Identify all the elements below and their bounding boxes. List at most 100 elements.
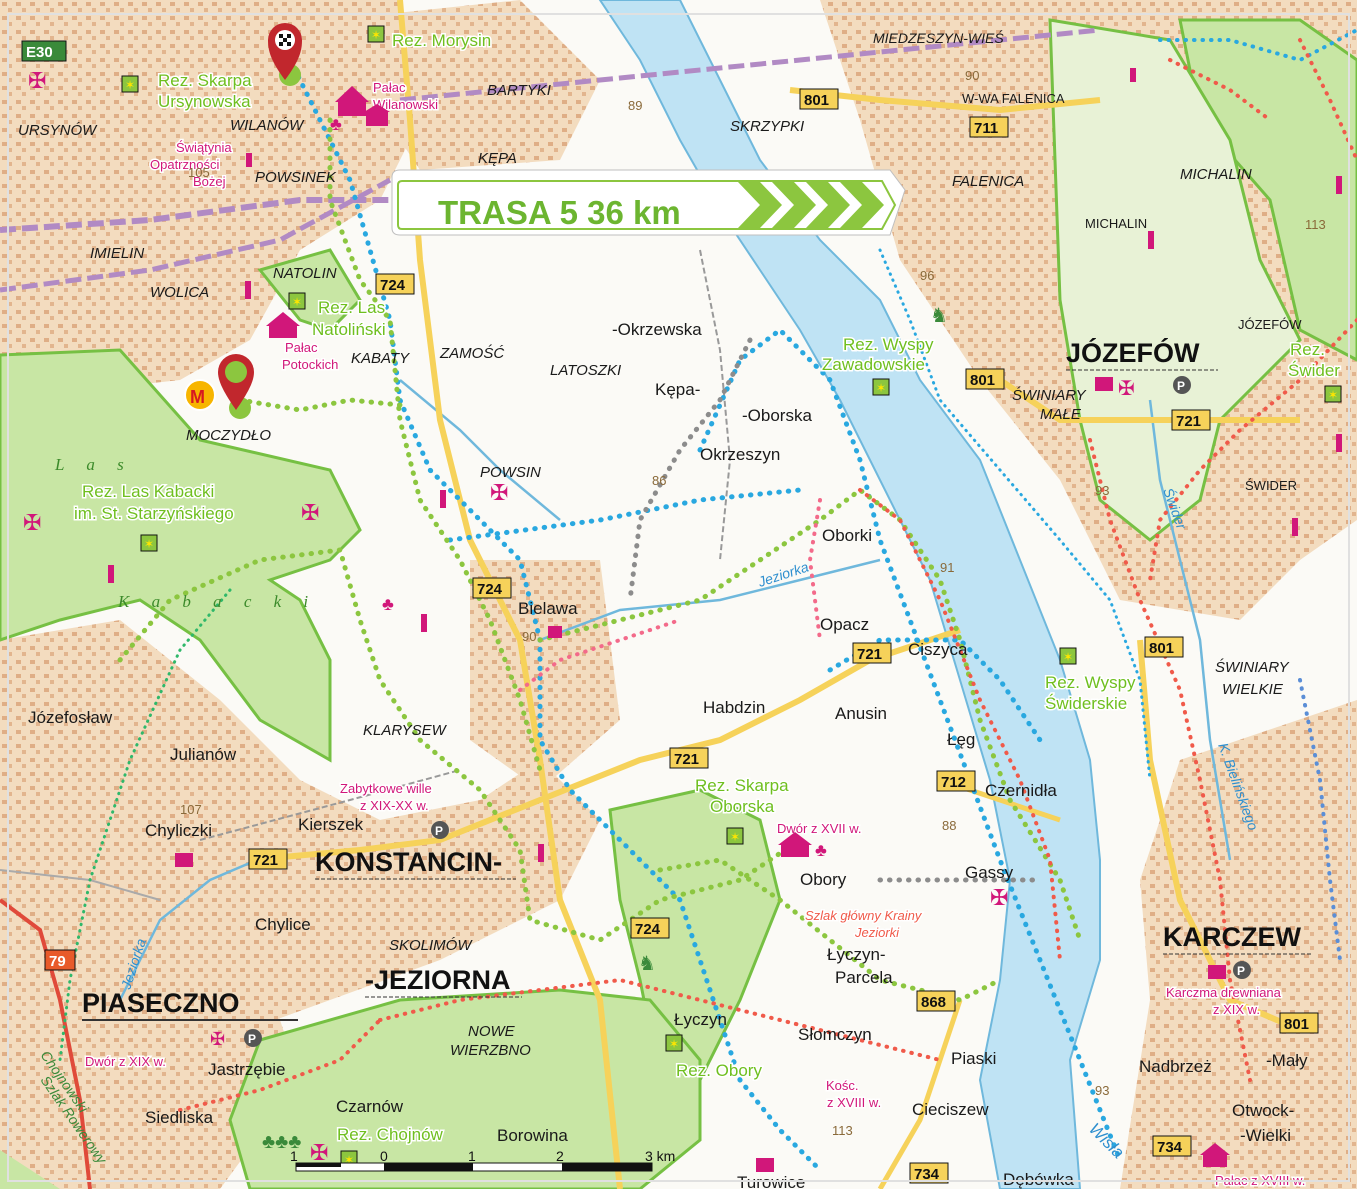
route-banner-text: TRASA 5 36 km (438, 194, 681, 231)
church-icon (1336, 434, 1342, 452)
scale-bar-label: 0 (380, 1148, 388, 1164)
windmill-icon: ✠ (490, 480, 508, 505)
town-label: Łęg (947, 730, 975, 749)
church-icon (1292, 518, 1298, 536)
windmill-icon: ✠ (310, 1140, 328, 1165)
town-label: Ciszyca (908, 640, 968, 659)
poi-label: Wilanowski (373, 97, 438, 112)
reserve-label: Rez. Skarpa (158, 71, 252, 90)
road-number-badge: 868 (916, 990, 956, 1012)
town-label: Kępa- (655, 380, 700, 399)
district-label: POWSINEK (255, 169, 337, 186)
reserve-label: Świder (1288, 361, 1340, 380)
town-label: Obory (800, 870, 847, 889)
town-labels: -Okrzewska Kępa- -Oborska Okrzeszyn Obor… (28, 320, 1308, 1192)
town-label: Piaski (951, 1049, 996, 1068)
elevation-label: 105 (188, 165, 210, 180)
road-number-badge: 711 (969, 116, 1009, 138)
church-icon (421, 614, 427, 632)
reserve-label: Oborska (710, 797, 775, 816)
finish-marker[interactable] (268, 23, 302, 86)
reserve-label: Rez. Skarpa (695, 776, 789, 795)
church-icon (538, 844, 544, 862)
town-label-jeziorna: -JEZIORNA (365, 965, 511, 995)
parking-icon: P (1173, 376, 1191, 394)
road-number-labels: E30 801 711 724 801 721 724 721 721 712 … (21, 40, 1319, 1184)
svg-text:✶: ✶ (1063, 650, 1073, 664)
metro-icon: M (184, 379, 216, 411)
town-label: -Oborska (742, 406, 812, 425)
poi-label: z XIX w. (1213, 1002, 1260, 1017)
poi-label: Szlak główny Krainy (805, 908, 923, 923)
reserve-label: Ursynowska (158, 92, 251, 111)
scale-bar-label: 2 (556, 1148, 564, 1164)
district-label: ŚWINIARY (1012, 386, 1087, 404)
windmill-icon: ✠ (990, 885, 1008, 910)
road-number-badge: 801 (965, 368, 1005, 390)
trails (58, 28, 1357, 1173)
road-number-badge: 734 (909, 1162, 949, 1184)
district-label: NATOLIN (273, 265, 337, 282)
parking-icons: P P P P (244, 376, 1251, 1047)
large-town-labels: JÓZEFÓW KONSTANCIN- -JEZIORNA PIASECZNO … (82, 337, 1313, 1021)
start-marker[interactable] (218, 354, 254, 419)
district-label: WOLICA (150, 284, 209, 301)
forest-labels: L a s K a b a c k i (54, 455, 308, 611)
district-label: NOWE (468, 1023, 516, 1040)
town-label: Józefosław (28, 708, 113, 727)
town-label: Otwock- (1232, 1101, 1294, 1120)
elevation-label: 90 (522, 629, 536, 644)
reserve-label: Rez. Wyspy (1045, 673, 1136, 692)
poi-label: Opatrzności (150, 157, 219, 172)
town-label: Anusin (835, 704, 887, 723)
poi-label: Dwór z XVII w. (777, 821, 862, 836)
reserve-markers: ✶ ✶ ✶ ✶ ✶ ✶ ✶ ✶ ✶ ✶ (121, 25, 1342, 1168)
svg-text:734: 734 (1157, 1139, 1183, 1156)
town-label: Chylice (255, 915, 311, 934)
district-label: KLARYSEW (363, 722, 448, 739)
town-label-piaseczno: PIASECZNO (82, 988, 240, 1018)
town-label: Bielawa (518, 599, 578, 618)
church-icon (440, 490, 446, 508)
elevation-label: 113 (832, 1123, 853, 1138)
svg-text:E30: E30 (26, 44, 53, 61)
town-label: -Wielki (1240, 1126, 1291, 1145)
town-label: -Mały (1266, 1051, 1308, 1070)
poi-label: Potockich (282, 357, 338, 372)
svg-text:79: 79 (49, 953, 66, 970)
reserve-star-icon: ✶ (288, 292, 306, 310)
road-number-badge: 801 (1144, 636, 1184, 658)
windmill-icon: ✠ (1118, 378, 1135, 400)
district-label: SKOLIMÓW (389, 937, 473, 954)
reserve-star-icon: ✶ (872, 378, 890, 396)
svg-text:711: 711 (974, 120, 998, 137)
district-label: W-WA FALENICA (962, 91, 1065, 106)
map-frame (7, 13, 1350, 1182)
reserve-label: Świderskie (1045, 694, 1127, 713)
scale-bar-label: 1 (290, 1148, 298, 1164)
town-label: Czarnów (336, 1097, 404, 1116)
svg-text:868: 868 (921, 994, 946, 1011)
district-label: MAŁE (1040, 406, 1082, 423)
town-label: Łyczyn (674, 1010, 727, 1029)
district-label: FALENICA (952, 173, 1024, 190)
reserve-star-icon: ✶ (665, 1034, 683, 1052)
district-label: ŚWINIARY (1215, 658, 1290, 676)
elevation-label: 90 (965, 68, 979, 83)
reserve-star-icon: ✶ (367, 25, 385, 43)
town-label: Okrzeszyn (700, 445, 780, 464)
reserve-label: Rez. (1290, 340, 1325, 359)
reserve-label: Rez. Morysin (392, 31, 491, 50)
district-label: MICHALIN (1085, 216, 1147, 231)
svg-text:✶: ✶ (125, 78, 135, 92)
manor-icon (778, 832, 812, 857)
road-number-badge: 724 (472, 577, 512, 599)
horse-icon: ♞ (930, 305, 948, 327)
svg-text:M: M (190, 387, 205, 407)
horse-icon: ♞ (638, 953, 656, 975)
svg-text:✶: ✶ (144, 537, 154, 551)
town-label: Jastrzębie (208, 1060, 285, 1079)
elevation-label: 93 (1095, 483, 1109, 498)
